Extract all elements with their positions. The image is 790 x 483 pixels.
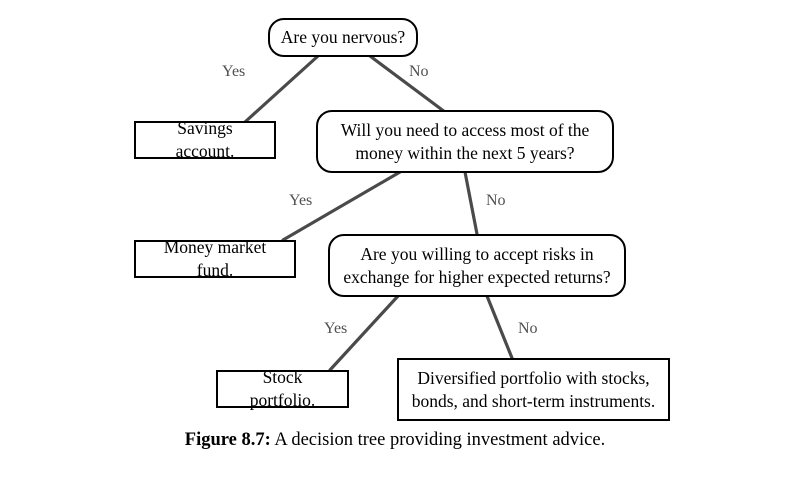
node-money-market-fund[interactable]: Money market fund. <box>134 237 296 280</box>
node-savings-account-label: Savings account. <box>175 118 235 161</box>
node-horizon-question[interactable]: Will you need to access most of the mone… <box>316 110 614 173</box>
edge-risk-no <box>485 294 514 360</box>
edge-label-root-yes: Yes <box>222 63 246 80</box>
edge-label-root-no: No <box>409 63 429 80</box>
node-risk-question[interactable]: Are you willing to accept risks in excha… <box>328 234 626 297</box>
edge-label-horizon-yes: Yes <box>289 192 313 209</box>
edge-label-risk-yes: Yes <box>324 320 348 337</box>
edge-label-horizon-no: No <box>486 192 506 209</box>
node-root-question[interactable]: Are you nervous? <box>268 18 418 57</box>
node-stock-portfolio-label: Stock portfolio. <box>249 367 316 410</box>
node-savings-account[interactable]: Savings account. <box>134 118 276 161</box>
node-root-question-label: Are you nervous? <box>280 27 406 48</box>
node-diversified-portfolio-label: Diversified portfolio with stocks, bonds… <box>411 367 656 411</box>
figure-caption-text: A decision tree providing investment adv… <box>274 430 606 450</box>
edge-horizon-no <box>463 170 479 236</box>
edge-root-yes <box>243 54 320 124</box>
node-money-market-fund-label: Money market fund. <box>163 237 267 280</box>
node-risk-question-label: Are you willing to accept risks in excha… <box>343 243 611 287</box>
figure-caption-number: Figure 8.7: <box>184 430 271 450</box>
edge-root-no <box>368 54 447 114</box>
node-horizon-question-label: Will you need to access most of the mone… <box>340 119 590 163</box>
node-diversified-portfolio[interactable]: Diversified portfolio with stocks, bonds… <box>397 358 670 421</box>
edge-label-risk-no: No <box>518 320 538 337</box>
figure-caption: Figure 8.7: A decision tree providing in… <box>0 430 790 451</box>
node-stock-portfolio[interactable]: Stock portfolio. <box>216 367 349 410</box>
